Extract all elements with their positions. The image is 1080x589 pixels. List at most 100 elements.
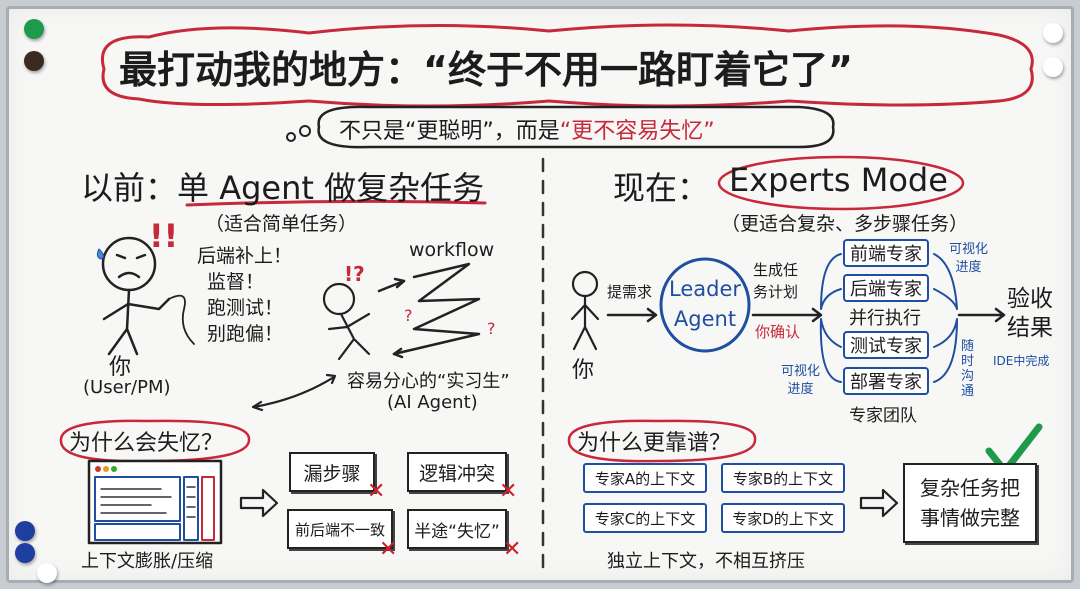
left-note: （适合简单任务） — [205, 213, 358, 235]
subtitle-bubble — [317, 105, 835, 149]
communicate-char: 随 — [961, 339, 975, 354]
title-cloud — [101, 23, 1034, 108]
subtitle-red: “更不容易失忆” — [559, 119, 715, 144]
context-label: 上下文膨胀/压缩 — [81, 551, 214, 572]
context-box: 专家D的上下文 — [721, 503, 845, 533]
svg-text:!!: !! — [149, 217, 178, 255]
context-box: 专家B的上下文 — [721, 463, 845, 493]
confirm-label: 你确认 — [755, 323, 801, 341]
x-mark-icon: ✕ — [499, 479, 518, 504]
svg-text:!?: !? — [344, 262, 365, 286]
why-oval-right — [567, 419, 757, 463]
magnet-blue — [15, 543, 35, 563]
outcome-line: 复杂任务把 — [920, 476, 1020, 500]
user-label: 你 — [109, 355, 132, 380]
progress-line: 可视化 — [781, 364, 821, 379]
magnet-white — [1043, 23, 1063, 43]
subtitle-black: 不只是“更聪明”，而是 — [339, 119, 560, 144]
expert-box: 测试专家 — [843, 331, 929, 359]
expert-box: 前端专家 — [843, 239, 929, 267]
hollow-arrow-right — [859, 488, 899, 518]
x-mark-icon: ✕ — [503, 537, 522, 562]
main-title: 最打动我的地方：“终于不用一路盯着它了” — [119, 48, 853, 92]
context-box: 专家C的上下文 — [583, 503, 707, 533]
magnet-white — [1043, 57, 1063, 77]
ide-label: IDE中完成 — [993, 354, 1050, 368]
intern-role: (AI Agent) — [387, 392, 478, 413]
problem-box: 逻辑冲突 — [407, 452, 507, 492]
x-mark-icon: ✕ — [379, 537, 398, 562]
progress-line: 进度 — [787, 382, 814, 397]
leader-line: Leader — [669, 277, 742, 301]
communicate-char: 沟 — [961, 369, 975, 384]
right-note: （更适合复杂、多步骤任务） — [721, 213, 969, 235]
progress-line: 可视化 — [949, 242, 989, 257]
x-mark-icon: ✕ — [367, 479, 386, 504]
communicate-label: 随时沟通 — [961, 339, 974, 399]
shout: 别跑偏！ — [207, 323, 284, 345]
shout: 跑测试！ — [207, 297, 284, 319]
parallel-label: 并行执行 — [849, 308, 921, 329]
whiteboard: !! !? ? ? 最打动我的地方：“终于不用一路盯着它了” 不只是“更聪明”，… — [6, 6, 1074, 583]
left-heading-text: 单 Agent 做复杂任务 — [177, 169, 485, 207]
result-line: 结果 — [1007, 315, 1053, 341]
outcome-line: 事情做完整 — [920, 506, 1020, 530]
team-label: 专家团队 — [849, 406, 917, 426]
shout: 监督！ — [207, 271, 265, 293]
intern-figure — [322, 282, 371, 361]
right-heading-prefix: 现在： — [613, 169, 710, 207]
magnet-white — [37, 563, 57, 583]
leader-agent-circle — [659, 257, 751, 353]
plan-line: 生成任 — [753, 261, 799, 279]
user-role: (User/PM) — [83, 377, 171, 398]
communicate-char: 时 — [961, 354, 975, 369]
problem-box: 半途“失忆” — [407, 509, 507, 549]
request-arrow — [606, 307, 658, 323]
user-figure-right — [570, 270, 600, 351]
progress-right: 可视化进度 — [949, 241, 988, 277]
problem-box: 漏步骤 — [289, 452, 375, 492]
result-line: 验收 — [1007, 286, 1053, 312]
result-arrow — [957, 307, 1006, 323]
drawings: !! !? ? ? — [59, 23, 1043, 571]
magnet-green — [24, 19, 44, 39]
plan-arrow — [751, 307, 823, 323]
why-forget-heading: 为什么会失忆？ — [69, 431, 224, 456]
why-reliable-heading: 为什么更靠谱？ — [577, 431, 732, 456]
heading-underline — [185, 199, 487, 207]
plan-label: 生成任务计划 — [753, 259, 798, 303]
request-label: 提需求 — [607, 283, 653, 301]
context-window-illustration — [87, 459, 223, 545]
hollow-arrow-left — [239, 488, 279, 518]
user-figure — [101, 236, 195, 356]
svg-text:?: ? — [404, 306, 413, 325]
magnet-brown — [24, 51, 44, 71]
left-heading-prefix: 以前： — [81, 169, 178, 207]
result-label: 验收结果 — [1007, 285, 1053, 343]
expert-box: 部署专家 — [843, 367, 929, 395]
progress-left: 可视化进度 — [781, 363, 820, 399]
leader-line: Agent — [673, 307, 737, 331]
intern-label: 容易分心的“实习生” — [347, 371, 510, 392]
user-label-right: 你 — [572, 358, 595, 383]
expert-box: 后端专家 — [843, 274, 929, 302]
outcome-box: 复杂任务把事情做完整 — [903, 463, 1037, 543]
plan-line: 务计划 — [753, 283, 799, 301]
expert-arrows — [819, 253, 958, 383]
left-heading: 以前：单 Agent 做复杂任务 — [81, 163, 484, 209]
communicate-char: 通 — [961, 384, 975, 399]
shout: 后端补上！ — [197, 245, 293, 267]
double-arrow — [251, 373, 337, 412]
svg-text:?: ? — [487, 319, 496, 338]
progress-line: 进度 — [955, 260, 982, 275]
subtitle: 不只是“更聪明”，而是“更不容易失忆” — [339, 113, 715, 145]
right-heading: Experts Mode — [729, 161, 948, 199]
workflow-label: workflow — [409, 239, 495, 261]
magnet-blue — [15, 521, 35, 541]
workflow-zigzag — [377, 262, 481, 359]
problem-box: 前后端不一致 — [287, 509, 393, 549]
experts-mode-oval — [717, 155, 965, 211]
context-box: 专家A的上下文 — [583, 463, 707, 493]
context-note: 独立上下文，不相互挤压 — [607, 551, 805, 572]
